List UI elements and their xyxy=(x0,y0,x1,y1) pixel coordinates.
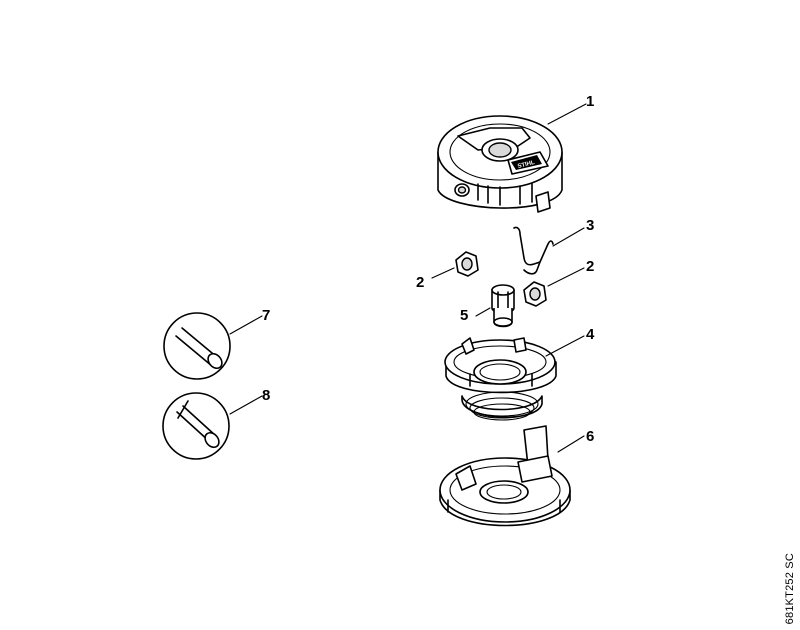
callout-6: 6 xyxy=(586,428,594,445)
part-8-edged-line xyxy=(162,392,230,460)
brand-mark: STIHL xyxy=(517,160,536,170)
part-5-sleeve xyxy=(491,284,515,328)
stihl-logo: STIHL xyxy=(511,155,542,170)
part-4-spool xyxy=(444,337,557,421)
part-1-housing: STIHL xyxy=(437,115,563,213)
part-2-eyelet-left xyxy=(455,251,479,277)
part-2-eyelet-right xyxy=(523,281,547,307)
part-7-round-line xyxy=(163,312,231,380)
callout-5: 5 xyxy=(460,307,468,324)
callout-2-left: 2 xyxy=(416,274,424,291)
callout-8: 8 xyxy=(262,387,270,404)
callout-4: 4 xyxy=(586,326,595,343)
callout-2-right: 2 xyxy=(586,258,594,275)
callout-7: 7 xyxy=(262,307,270,324)
callout-1: 1 xyxy=(586,93,594,110)
drawing-reference-code: 681KT252 SC xyxy=(784,552,796,624)
callout-3: 3 xyxy=(586,217,594,234)
part-6-cover xyxy=(439,425,571,527)
leader-lines xyxy=(229,103,587,453)
part-3-spring xyxy=(513,226,554,275)
